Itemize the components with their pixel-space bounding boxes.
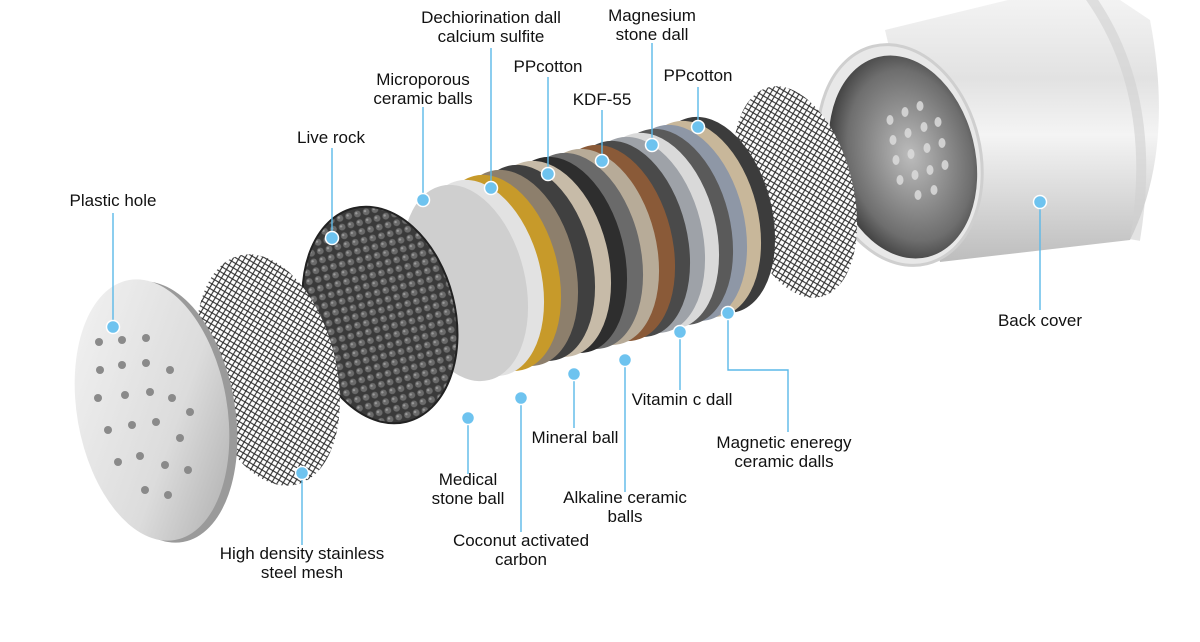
kdf55-dot (594, 153, 610, 169)
back-cover-dot (1032, 194, 1048, 210)
label-alkaline: Alkaline ceramic balls (563, 488, 687, 526)
ppcotton-2-dot (690, 119, 706, 135)
callout-dots (105, 119, 1048, 481)
dechlorination-dot (483, 180, 499, 196)
vitamin-c-dot (672, 324, 688, 340)
plastic-hole-dot (105, 319, 121, 335)
label-ppcotton-2: PPcotton (663, 66, 733, 85)
mineral-ball-dot (566, 366, 582, 382)
mesh-dot (294, 465, 310, 481)
label-live-rock: Live rock (296, 128, 366, 147)
label-ppcotton-1: PPcotton (513, 57, 583, 76)
label-plastic-hole: Plastic hole (69, 191, 157, 210)
magnesium-dot (644, 137, 660, 153)
microporous-dot (415, 192, 431, 208)
label-mineral-ball: Mineral ball (531, 428, 619, 447)
ppcotton-1-dot (540, 166, 556, 182)
coconut-carbon-dot (513, 390, 529, 406)
plastic-hole-plate (74, 279, 238, 543)
label-dechlorination: Dechiorination dall calcium sulfite (421, 8, 561, 46)
label-magnetic: Magnetic eneregy ceramic dalls (716, 433, 852, 471)
label-kdf55: KDF-55 (572, 90, 632, 109)
magnetic-dot (720, 305, 736, 321)
label-medical-stone: Medical stone ball (431, 470, 505, 508)
label-high-density-mesh: High density stainless steel mesh (219, 544, 385, 582)
live-rock-dot (324, 230, 340, 246)
back-cover-cylinder (816, 0, 1159, 267)
leader-lines (112, 43, 1041, 545)
label-magnesium: Magnesium stone dall (608, 6, 696, 44)
label-vitamin-c: Vitamin c dall (631, 390, 733, 409)
label-back-cover: Back cover (997, 311, 1083, 330)
medical-stone-dot (460, 410, 476, 426)
alkaline-dot (617, 352, 633, 368)
filter-media-stack (301, 116, 776, 425)
label-microporous: Microporous ceramic balls (373, 70, 473, 108)
label-coconut-carbon: Coconut activated carbon (452, 531, 590, 569)
